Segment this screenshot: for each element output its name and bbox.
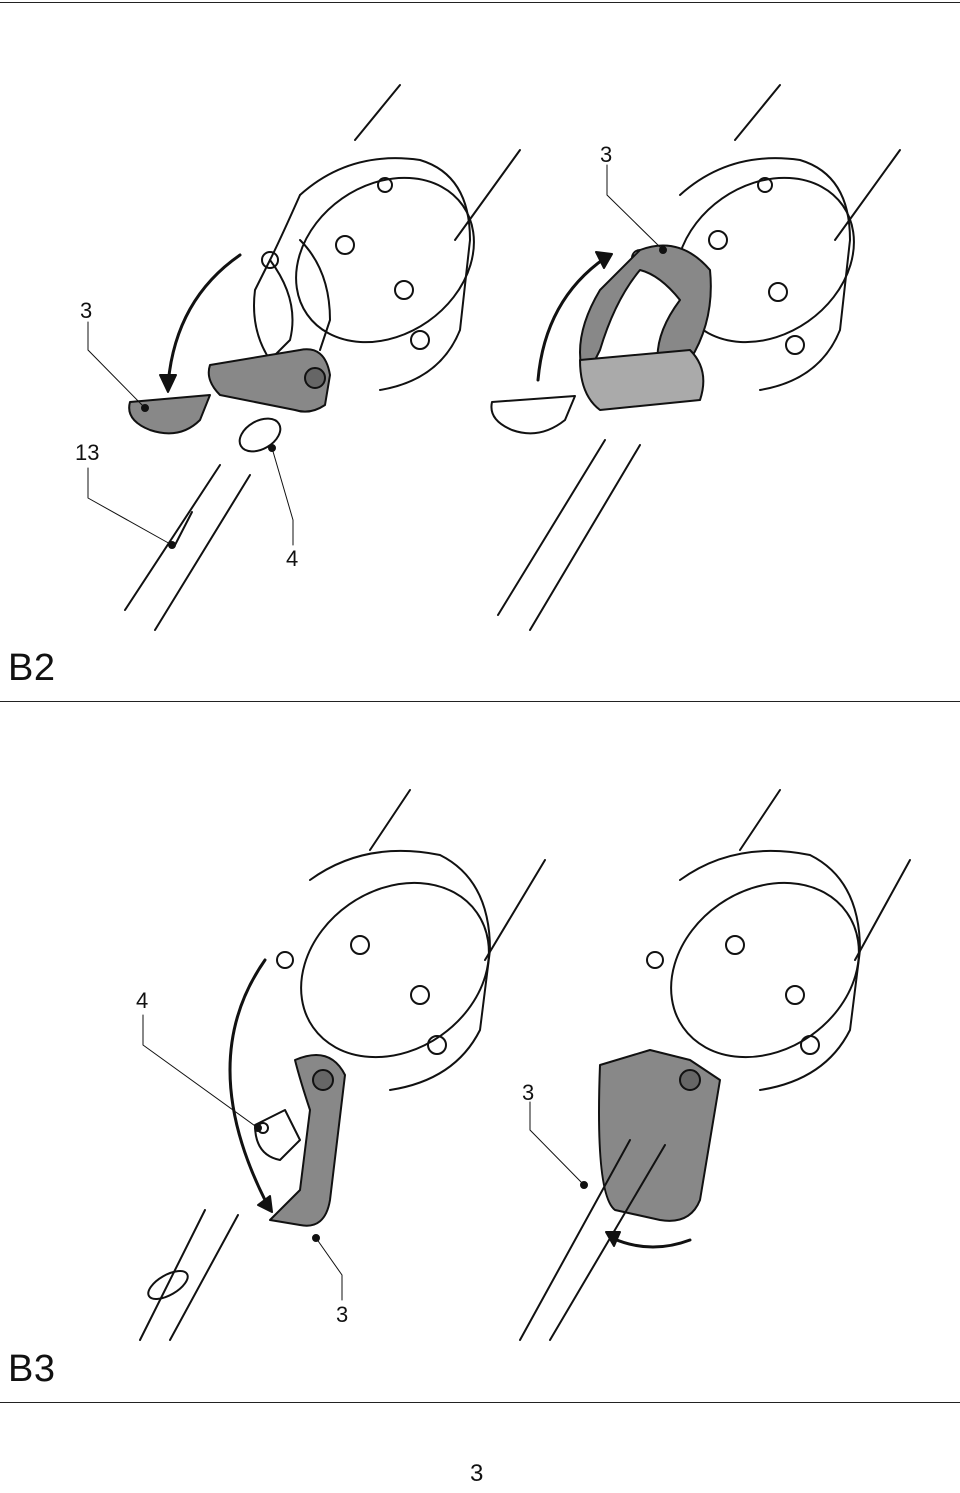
top-rule — [0, 2, 960, 3]
figure-divider — [0, 701, 960, 702]
page-number: 3 — [470, 1460, 484, 1487]
callout-b2-lever-left: 3 — [80, 298, 93, 323]
figure-label-b2: B2 — [8, 647, 56, 689]
b3-right-drawing — [519, 789, 911, 1341]
b2-left-drawing — [87, 84, 521, 631]
figure-label-b3: B3 — [8, 1348, 56, 1390]
bottom-rule — [0, 1402, 960, 1403]
callout-b3-lever-right: 3 — [522, 1080, 535, 1105]
callout-b2-tube: 13 — [75, 440, 100, 465]
callout-b2-collar: 4 — [286, 546, 299, 571]
b2-right-drawing — [490, 84, 901, 631]
callout-b3-lever-left: 3 — [336, 1302, 349, 1327]
b3-left-drawing — [139, 789, 546, 1341]
callout-b3-collar: 4 — [136, 988, 149, 1013]
callout-b2-lever-right: 3 — [600, 142, 613, 167]
assembly-illustrations — [87, 84, 911, 1341]
